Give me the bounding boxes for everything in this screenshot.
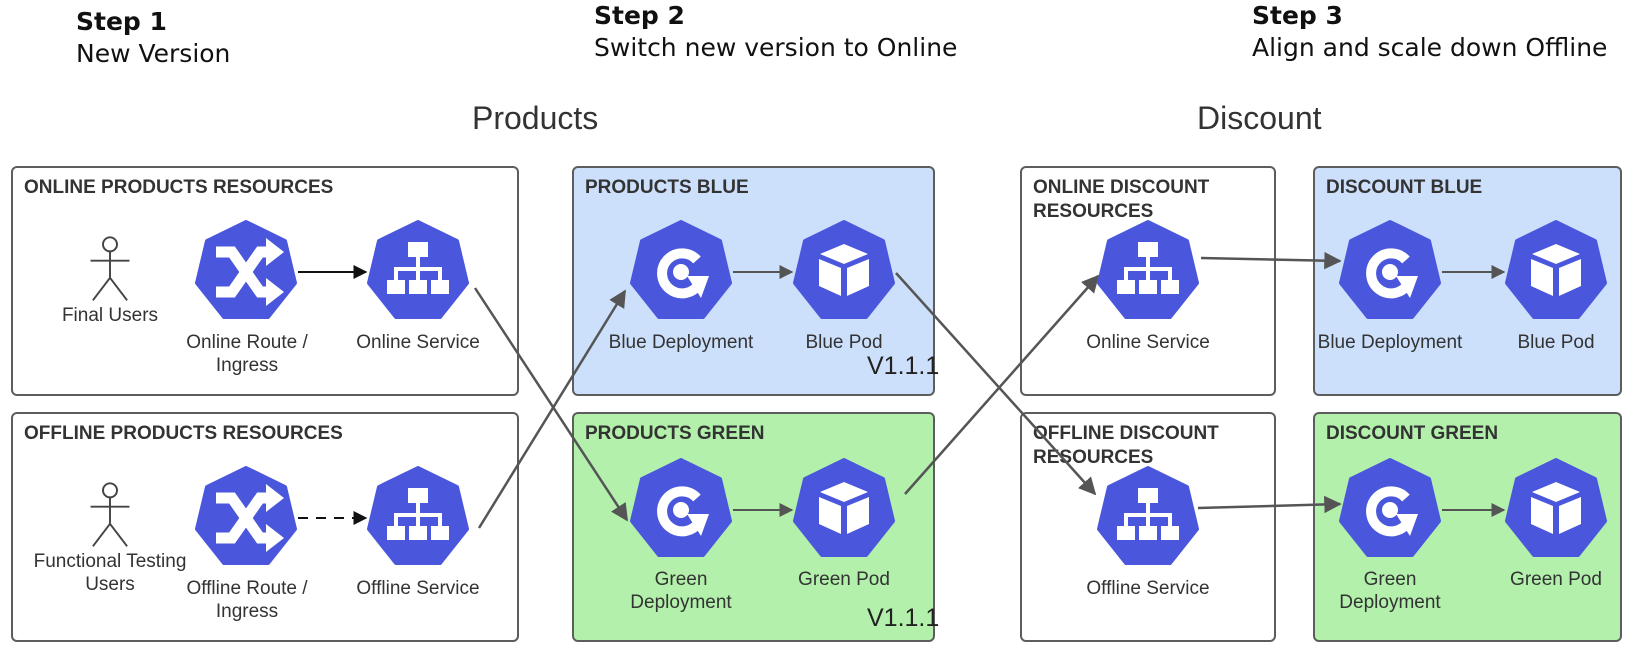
offline-service-products-label: Offline Service: [356, 578, 480, 599]
step-3: Step 3 Align and scale down Offline: [1252, 0, 1607, 64]
functional-testing-users-label: Functional Testing Users: [33, 551, 187, 595]
green-pod-products-label: Green Pod: [798, 569, 890, 590]
step-1-description: New Version: [76, 39, 231, 68]
step-2: Step 2 Switch new version to Online: [594, 0, 957, 64]
step-3-description: Align and scale down Offline: [1252, 33, 1608, 62]
discount-blue-title: DISCOUNT BLUE: [1326, 177, 1483, 198]
products-blue-title: PRODUCTS BLUE: [585, 177, 749, 198]
offline-discount-resources-title: OFFLINE DISCOUNT RESOURCES: [1033, 423, 1219, 468]
online-discount-resources-title: ONLINE DISCOUNT RESOURCES: [1033, 177, 1210, 222]
step-1: Step 1 New Version: [76, 6, 230, 70]
green-deployment-discount-label: Green Deployment: [1339, 569, 1441, 613]
step-2-title: Step 2: [594, 1, 685, 30]
products-green-version: V1.1.1: [867, 604, 940, 632]
arrow-online-service-to-green-deployment: [473, 287, 629, 522]
blue-pod-discount-label: Blue Pod: [1517, 332, 1595, 353]
blue-pod-products-label: Blue Pod: [805, 332, 883, 353]
online-service-discount-label: Online Service: [1086, 332, 1210, 353]
arrow-online-service-to-blue-deployment-discount: [1200, 251, 1342, 270]
offline-service-discount-label: Offline Service: [1086, 578, 1210, 599]
green-pod-discount-label: Green Pod: [1510, 569, 1602, 590]
arrow-offline-service-to-blue-deployment: [477, 289, 627, 529]
step-1-title: Step 1: [76, 7, 167, 36]
online-products-resources-title: ONLINE PRODUCTS RESOURCES: [24, 177, 334, 198]
offline-products-resources-title: OFFLINE PRODUCTS RESOURCES: [24, 423, 343, 444]
step-2-description: Switch new version to Online: [594, 33, 958, 62]
discount-section-title: Discount: [1197, 100, 1322, 136]
arrow-offline-service-to-green-deployment-discount: [1197, 495, 1342, 514]
blue-deployment-products-label: Blue Deployment: [608, 332, 754, 353]
step-3-title: Step 3: [1252, 1, 1343, 30]
green-deployment-products-label: Green Deployment: [630, 569, 732, 613]
final-users-label: Final Users: [61, 305, 159, 326]
blue-deployment-discount-label: Blue Deployment: [1317, 332, 1463, 353]
online-route-label: Online Route / Ingress: [186, 332, 308, 376]
discount-green-title: DISCOUNT GREEN: [1326, 423, 1499, 444]
arrow-blue-pod-to-offline-service-discount: [895, 272, 1097, 496]
products-blue-version: V1.1.1: [867, 352, 940, 380]
arrow-green-pod-to-online-service-discount: [904, 274, 1100, 495]
online-service-products-label: Online Service: [356, 332, 480, 353]
products-section-title: Products: [472, 100, 599, 136]
products-green-title: PRODUCTS GREEN: [585, 423, 765, 444]
offline-route-label: Offline Route / Ingress: [186, 578, 308, 622]
